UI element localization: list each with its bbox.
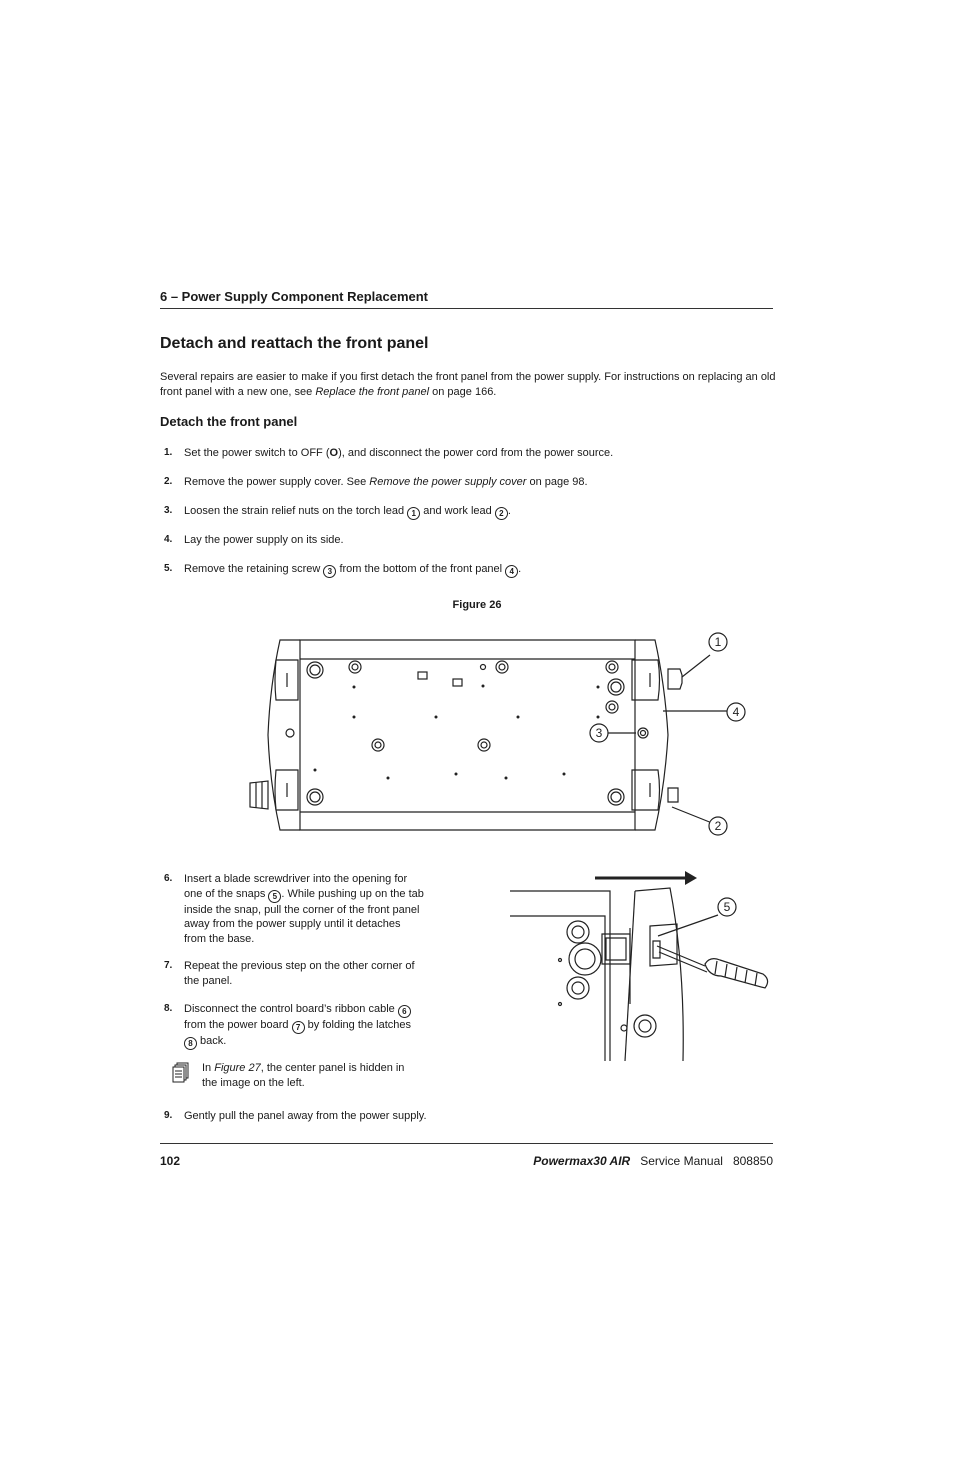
chapter-header: 6 – Power Supply Component Replacement [160,289,428,304]
subsection-title: Detach the front panel [160,414,298,429]
figure-callout-4: 4 [733,705,740,719]
manual-name: Service Manual [640,1154,723,1168]
callout-4: 4 [505,565,519,578]
cover-link[interactable]: Remove the power supply cover [369,476,527,488]
step-text: . [507,505,511,517]
part-number: 808850 [732,1154,773,1168]
step-text: and work lead [420,505,495,517]
note-text-part: In [202,1062,215,1074]
callout-8: 8 [184,1037,197,1050]
step-8: 8. Disconnect the control board’s ribbon… [164,1002,424,1050]
step-text: ), and disconnect the power cord from th… [338,447,614,459]
step-text: . While pushing up on the tab inside the… [184,887,424,945]
step-text: . [518,563,522,575]
figure-callout-circle [726,702,746,722]
step-7: 7. Repeat the previous step on the other… [164,959,424,991]
snap-callout-5: 5 [724,900,731,914]
step-9: 9. Gently pull the panel away from the p… [164,1109,484,1125]
step-text: Remove the power supply cover. See [184,476,370,488]
footer-title: Powermax30 AIR Service Manual 808850 [533,1154,773,1168]
step-4: 4. Lay the power supply on its side. [164,533,784,549]
step-number: 4. [164,534,173,545]
section-title: Detach and reattach the front panel [160,335,429,352]
step-number: 2. [164,476,173,487]
figure-callout-3: 3 [596,726,603,740]
note-icon [172,1062,189,1083]
step-6: 6. Insert a blade screwdriver into the o… [164,872,424,948]
step-3: 3. Loosen the strain relief nuts on the … [164,504,784,520]
step-text: Set the power switch to OFF ( [184,447,330,459]
step-text: Disconnect the control board’s ribbon ca… [184,1003,398,1015]
callout-6: 6 [397,1005,411,1018]
step-text: Remove the retaining screw [184,563,324,575]
step-number: 6. [164,873,173,884]
step-text: Loosen the strain relief nuts on the tor… [184,505,408,517]
header-rule [160,308,773,309]
step-2: 2. Remove the power supply cover. See Re… [164,475,784,491]
step-text: Repeat the previous step on the other co… [184,960,415,987]
intro-text: Several repairs are easier to make if yo… [160,371,776,398]
callout-3: 3 [323,565,337,578]
off-symbol: O [329,447,339,459]
callout-7: 7 [291,1021,305,1034]
note-text-part: , the center panel is hidden in the imag… [202,1062,405,1089]
step-text: from the power board [184,1019,292,1031]
note-text: In Figure 27, the center panel is hidden… [202,1061,422,1093]
step-text: by folding the latches [304,1019,412,1031]
figure-callout-circle [589,723,609,743]
step-5: 5. Remove the retaining screw 3 from the… [164,562,784,578]
figure-26-diagram: 1 4 3 2 [249,632,746,836]
step-number: 5. [164,563,173,574]
step-number: 1. [164,447,173,458]
figure-callout-circle [708,816,728,836]
intro-paragraph: Several repairs are easier to make if yo… [160,370,780,400]
step-1: 1. Set the power switch to OFF (O), and … [164,446,784,462]
step-text: back. [197,1035,227,1047]
step-number: 3. [164,505,173,516]
step-text: on page 98. [526,476,588,488]
snap-detail-diagram: 5 [510,871,769,1062]
step-number: 8. [164,1003,173,1014]
figure-callout-circle [708,632,728,652]
callout-1: 1 [407,507,421,520]
figure-callout-1: 1 [715,635,722,649]
step-text: Gently pull the panel away from the powe… [184,1110,427,1122]
footer-rule [160,1143,773,1144]
intro-text-end: on page 166. [429,386,497,398]
page-number: 102 [160,1154,181,1168]
figure-callout-2: 2 [715,819,722,833]
callout-2: 2 [494,507,508,520]
callout-5: 5 [268,889,282,903]
step-text: Insert a blade screwdriver into the open… [184,873,408,900]
step-text: from the bottom of the front panel [336,563,506,575]
step-number: 7. [164,960,173,971]
intro-link[interactable]: Replace the front panel [315,386,430,398]
product-name: Powermax30 AIR [533,1154,631,1168]
step-number: 9. [164,1110,173,1121]
step-text: Lay the power supply on its side. [184,534,344,546]
figure-caption: Figure 26 [452,599,502,611]
figure-27-link[interactable]: Figure 27 [214,1062,261,1074]
